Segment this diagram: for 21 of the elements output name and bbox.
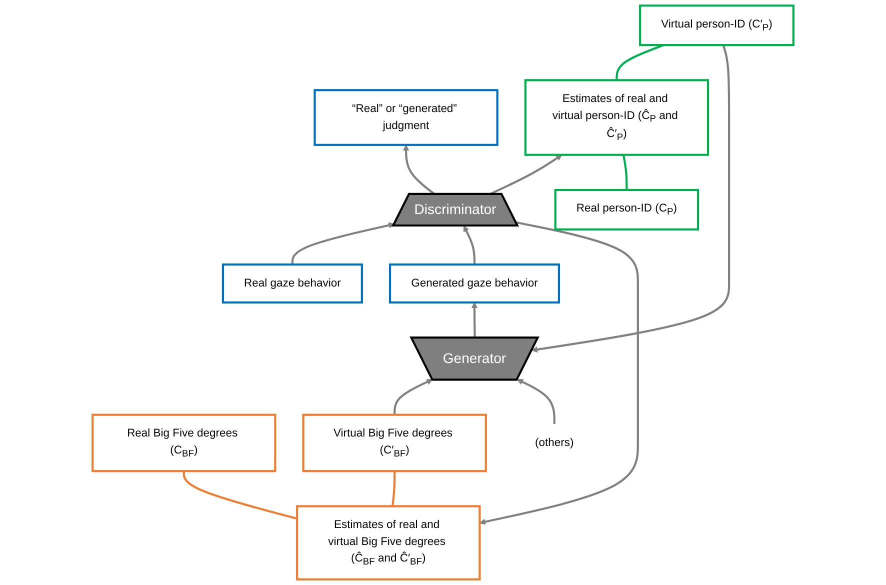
arrow [532,44,730,353]
node-box: Real gaze behavior [222,263,363,304]
arrow [463,226,476,265]
node-box: Generated gaze behavior [388,263,560,304]
node-box: Real person-ID (C$_{P}$) [554,188,700,230]
arrow [291,222,395,265]
node-box: Estimates of real and virtual Big Five degrees (Ĉ$_{BF}$ and Ĉ′$_{BF}$) [296,505,481,580]
connector [392,471,396,506]
arrow [471,302,478,338]
node-box: “Real” or “generated” judgment [314,89,498,146]
connector [622,154,628,190]
connector [616,44,664,80]
connector [182,471,298,520]
arrow [517,379,556,424]
arrow [394,379,433,415]
node-box: Estimates of real and virtual person-ID (Ĉ$_{P}$ and Ĉ′$_{P}$) [524,79,710,156]
node-box: Virtual Big Five degrees (C′$_{BF}$) [302,414,487,472]
arrow [479,221,639,525]
node-box: Virtual person-ID (C′$_{P}$) [639,4,794,46]
node-box: Real Big Five degrees (C$_{BF}$) [92,414,276,472]
node-text: (others) [535,436,574,449]
